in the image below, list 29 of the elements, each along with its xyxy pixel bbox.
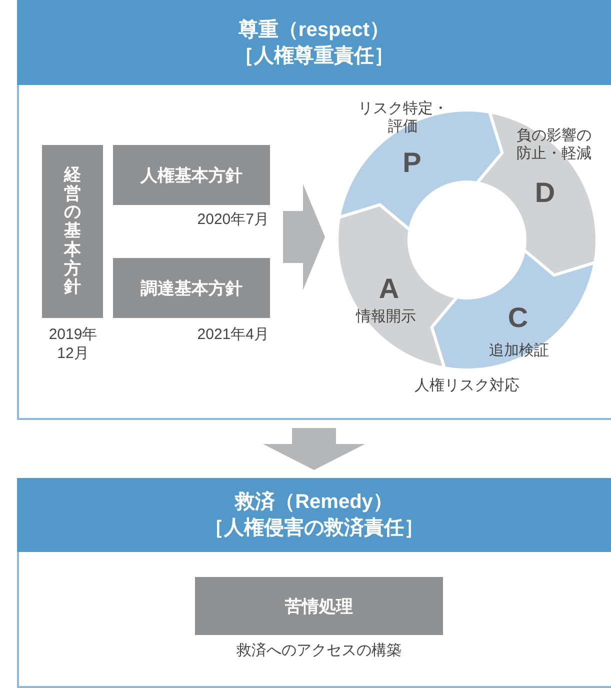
panel-subtitle: ［人権尊重責任］ <box>234 44 394 68</box>
phase-letter: P <box>402 148 422 178</box>
phase-label: 情報開示 <box>354 308 417 326</box>
policy-box <box>113 145 270 205</box>
block-arrow <box>263 428 365 470</box>
note-text: 2021年4月 <box>196 325 269 344</box>
panel <box>17 478 611 688</box>
box-label: 人権基本方針 <box>140 164 242 186</box>
phase-label: 負の影響の防止・軽減 <box>516 127 592 163</box>
cycle-caption: 人権リスク対応 <box>414 376 520 395</box>
phase-label: 追加検証 <box>488 342 550 360</box>
phase-letter: C <box>506 303 530 333</box>
note-text: 救済へのアクセスの構築 <box>236 641 402 660</box>
note-text: 2019年12月 <box>48 325 98 363</box>
policy-box <box>195 577 443 635</box>
panel <box>17 0 611 420</box>
panel-title: 尊重（respect） <box>238 18 390 42</box>
box-label: 調達基本方針 <box>140 278 242 300</box>
phase-letter: A <box>378 274 400 304</box>
panel-subtitle: ［人権侵害の救済責任］ <box>204 516 424 541</box>
vertical-policy-box <box>42 145 103 318</box>
panel-title: 救済（Remedy） <box>235 490 393 515</box>
block-arrow <box>283 184 325 290</box>
phase-label: リスク特定・評価 <box>357 100 449 136</box>
phase-letter: D <box>534 178 556 208</box>
policy-box <box>113 258 270 318</box>
note-text: 2020年7月 <box>196 210 269 229</box>
box-label: 苦情処理 <box>285 596 353 618</box>
box-label: 経営の基本方針 <box>64 166 81 297</box>
